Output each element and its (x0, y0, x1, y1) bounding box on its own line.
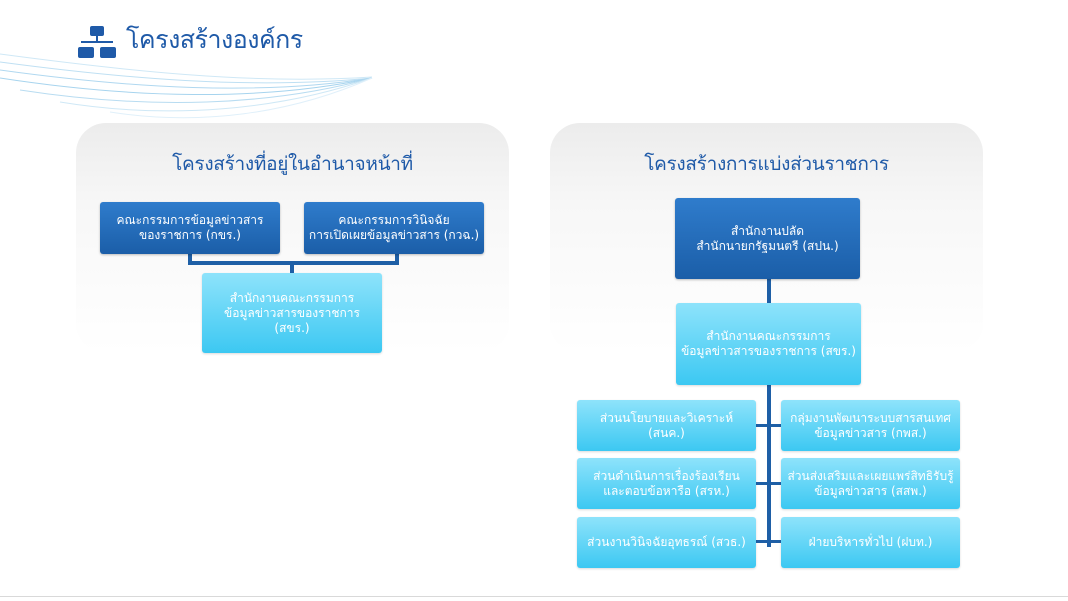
bottom-divider (0, 596, 1068, 597)
connector-line (756, 540, 782, 543)
left-panel-title: โครงสร้างที่อยู่ในอำนาจหน้าที่ (172, 153, 413, 175)
connector-line (767, 278, 771, 303)
connector-line (756, 424, 782, 427)
connector-line (395, 253, 399, 264)
committee-info-box[interactable]: คณะกรรมการข้อมูลข่าวสาร ของราชการ (กขร.) (100, 202, 280, 254)
office-box-left[interactable]: สำนักงานคณะกรรมการ ข้อมูลข่าวสารของราชกา… (202, 273, 382, 353)
unit-box-general-admin[interactable]: ฝ่ายบริหารทั่วไป (ฝบท.) (781, 517, 960, 568)
committee-appeal-box[interactable]: คณะกรรมการวินิจฉัย การเปิดเผยข้อมูลข่าวส… (304, 202, 484, 254)
org-chart-icon (78, 26, 116, 58)
connector-line (756, 482, 782, 485)
unit-box-complaints[interactable]: ส่วนดำเนินการเรื่องร้องเรียน และตอบข้อหา… (577, 458, 756, 509)
unit-box-appeals[interactable]: ส่วนงานวินิจฉัยอุทธรณ์ (สวธ.) (577, 517, 756, 568)
connector-line (767, 384, 771, 547)
header-swoosh-decoration (0, 53, 373, 119)
connector-line (290, 261, 294, 274)
connector-line (188, 253, 192, 264)
top-office-box[interactable]: สำนักงานปลัด สำนักนายกรัฐมนตรี (สปน.) (675, 198, 860, 279)
right-panel-title: โครงสร้างการแบ่งส่วนราชการ (644, 153, 889, 175)
office-box-right[interactable]: สำนักงานคณะกรรมการ ข้อมูลข่าวสารของราชกา… (676, 303, 861, 385)
unit-box-it-development[interactable]: กลุ่มงานพัฒนาระบบสารสนเทศ ข้อมูลข่าวสาร … (781, 400, 960, 451)
unit-box-policy[interactable]: ส่วนนโยบายและวิเคราะห์ (สนค.) (577, 400, 756, 451)
page-title: โครงสร้างองค์กร (126, 25, 303, 54)
unit-box-promotion[interactable]: ส่วนส่งเสริมและเผยแพร่สิทธิรับรู้ ข้อมูล… (781, 458, 960, 509)
